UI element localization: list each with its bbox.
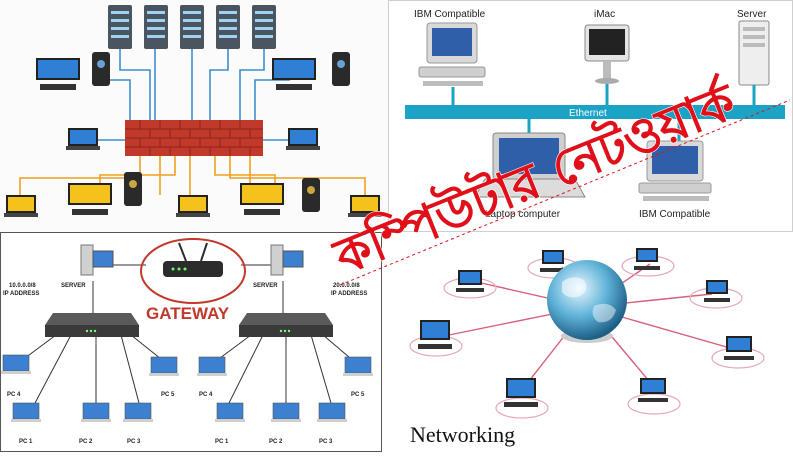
right-network-address: 20.0.0.0/8 xyxy=(333,283,360,289)
pc-label: PC 5 xyxy=(161,392,175,398)
imac-icon xyxy=(585,25,629,84)
pc-label: PC 3 xyxy=(127,439,141,445)
switch-left-icon xyxy=(45,313,139,337)
right-network-label: IP ADDRESS xyxy=(331,291,367,297)
server-tower-icon xyxy=(739,21,769,85)
gateway-network-panel: GATEWAY SERVER SERVER 10.0.0.0/8 IP ADDR… xyxy=(0,232,382,452)
left-network-label: IP ADDRESS xyxy=(3,291,39,297)
ethernet-bus-diagram: IBM Compatible iMac Server xyxy=(389,1,793,232)
firewall-network-diagram xyxy=(0,0,388,232)
top-label-server: Server xyxy=(737,9,767,20)
globe-icon xyxy=(547,260,627,343)
top-label-imac: iMac xyxy=(594,9,615,20)
ethernet-bus-panel: IBM Compatible iMac Server xyxy=(388,0,793,232)
gateway-network-diagram: GATEWAY SERVER SERVER 10.0.0.0/8 IP ADDR… xyxy=(1,233,382,452)
server-racks xyxy=(108,5,276,49)
bottom-label-ibm: IBM Compatible xyxy=(639,209,711,220)
server-left-label: SERVER xyxy=(61,283,86,289)
star-network-panel: Networking xyxy=(382,232,793,459)
server-right-icon xyxy=(271,245,303,275)
pc-label: PC 4 xyxy=(7,392,21,398)
gateway-label: GATEWAY xyxy=(146,304,230,323)
firewall-icon xyxy=(125,120,263,156)
ibm-pc-bottom-icon xyxy=(639,141,711,201)
pc-label: PC 2 xyxy=(79,439,93,445)
bus-label: Ethernet xyxy=(569,108,607,119)
pc-label: PC 5 xyxy=(351,392,365,398)
pc-laptops xyxy=(3,355,371,419)
laptop-icon xyxy=(475,133,585,197)
networking-caption: Networking xyxy=(410,422,515,447)
pc-label: PC 2 xyxy=(269,439,283,445)
switch-right-icon xyxy=(239,313,333,337)
bottom-label-laptop: Laptop computer xyxy=(485,209,561,220)
pc-label: PC 1 xyxy=(215,439,229,445)
server-left-icon xyxy=(81,245,113,275)
star-network-diagram: Networking xyxy=(382,232,793,459)
ibm-pc-icon xyxy=(419,23,485,86)
pc-label: PC 4 xyxy=(199,392,213,398)
left-network-address: 10.0.0.0/8 xyxy=(9,283,36,289)
ethernet-bus: Ethernet xyxy=(405,105,785,119)
top-label-ibm: IBM Compatible xyxy=(414,9,486,20)
pc-label: PC 1 xyxy=(19,439,33,445)
pc-laptop-bases xyxy=(1,371,373,422)
pc-label: PC 3 xyxy=(319,439,333,445)
server-right-label: SERVER xyxy=(253,283,278,289)
firewall-network-panel xyxy=(0,0,388,232)
gateway-router-icon xyxy=(141,239,245,303)
